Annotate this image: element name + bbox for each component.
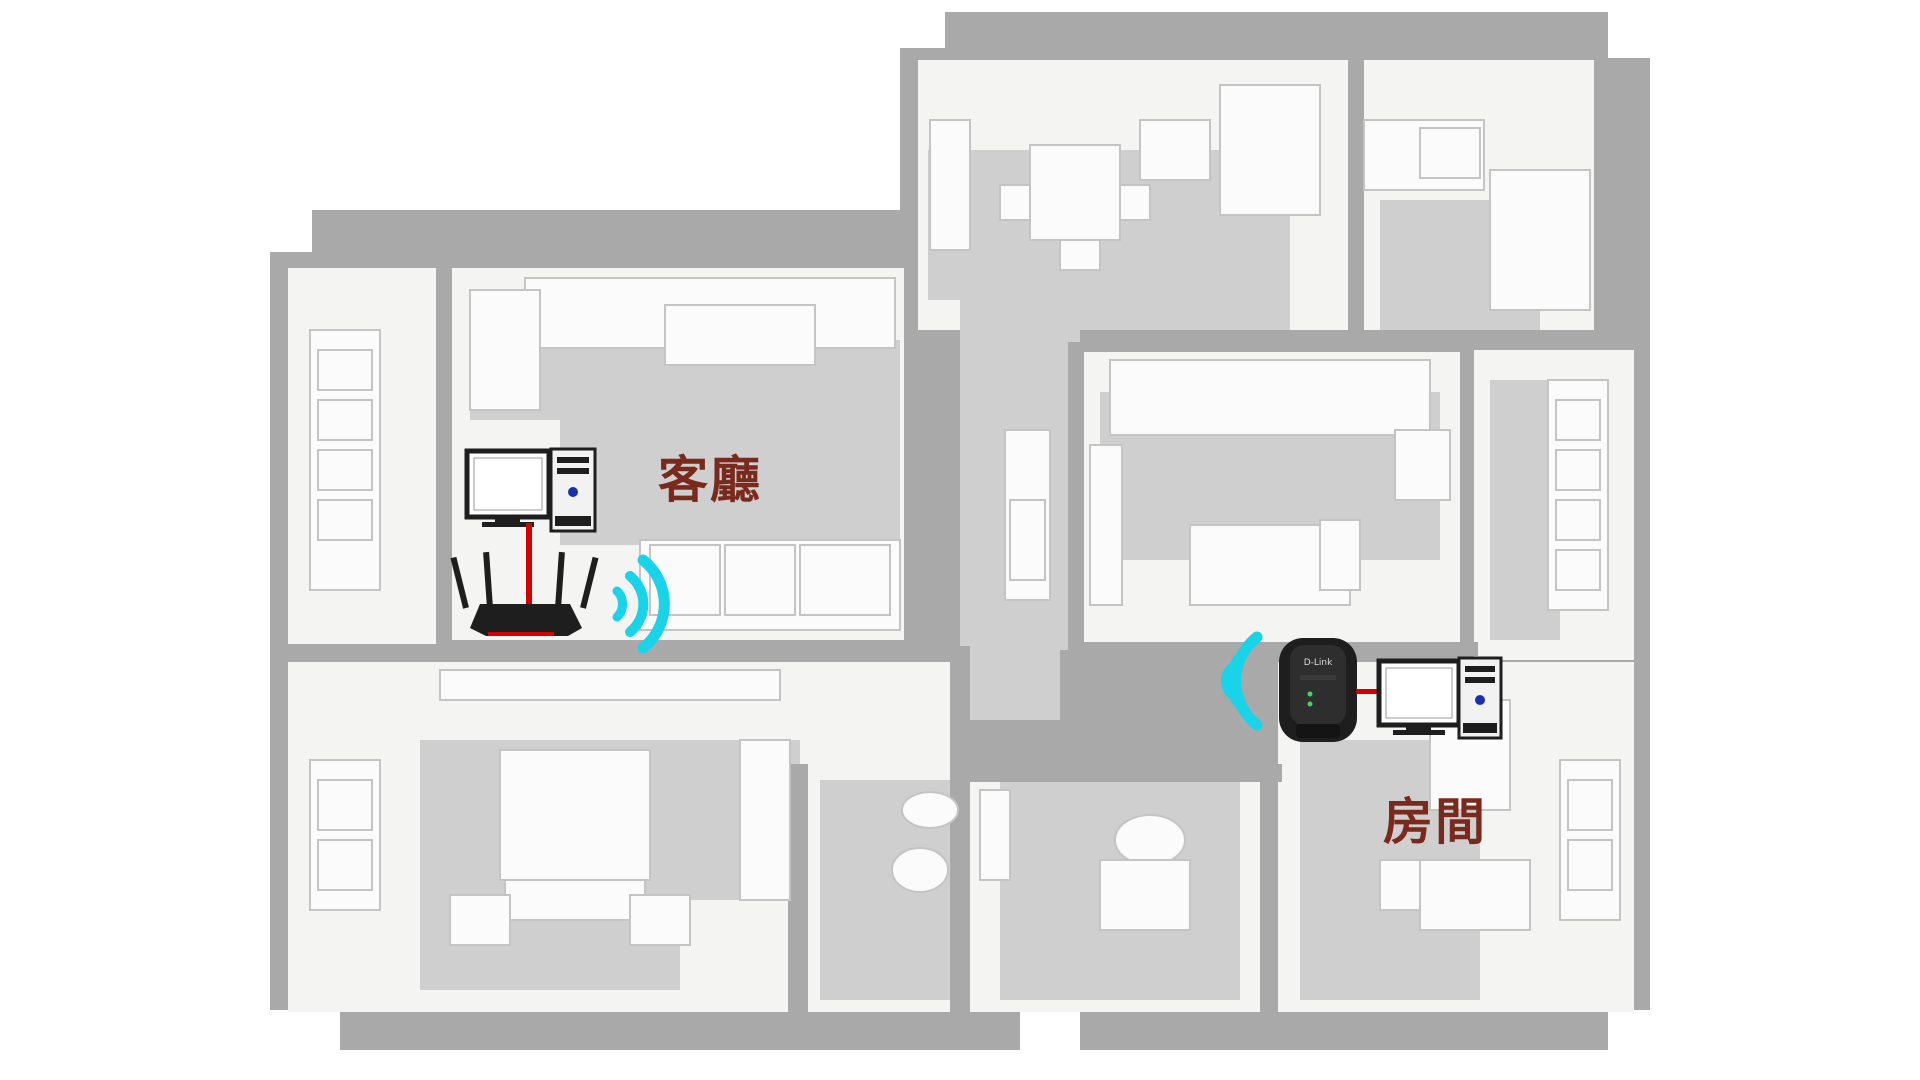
desktop-computer-icon xyxy=(464,447,597,533)
ethernet-cable xyxy=(1356,689,1380,694)
furniture xyxy=(309,84,1621,946)
inner-walls xyxy=(288,60,1600,1014)
wifi-signal-icon xyxy=(612,554,670,654)
extender-brand: D-Link xyxy=(1304,658,1333,668)
router-icon xyxy=(450,551,599,636)
ethernet-cable xyxy=(526,523,532,609)
desktop-computer-icon xyxy=(1376,656,1503,740)
range-extender-icon: D-Link xyxy=(1279,638,1357,742)
bedroom-label: 房間 xyxy=(1383,793,1487,851)
living-room-label: 客廳 xyxy=(658,451,762,509)
wifi-signal-icon xyxy=(1221,631,1263,731)
